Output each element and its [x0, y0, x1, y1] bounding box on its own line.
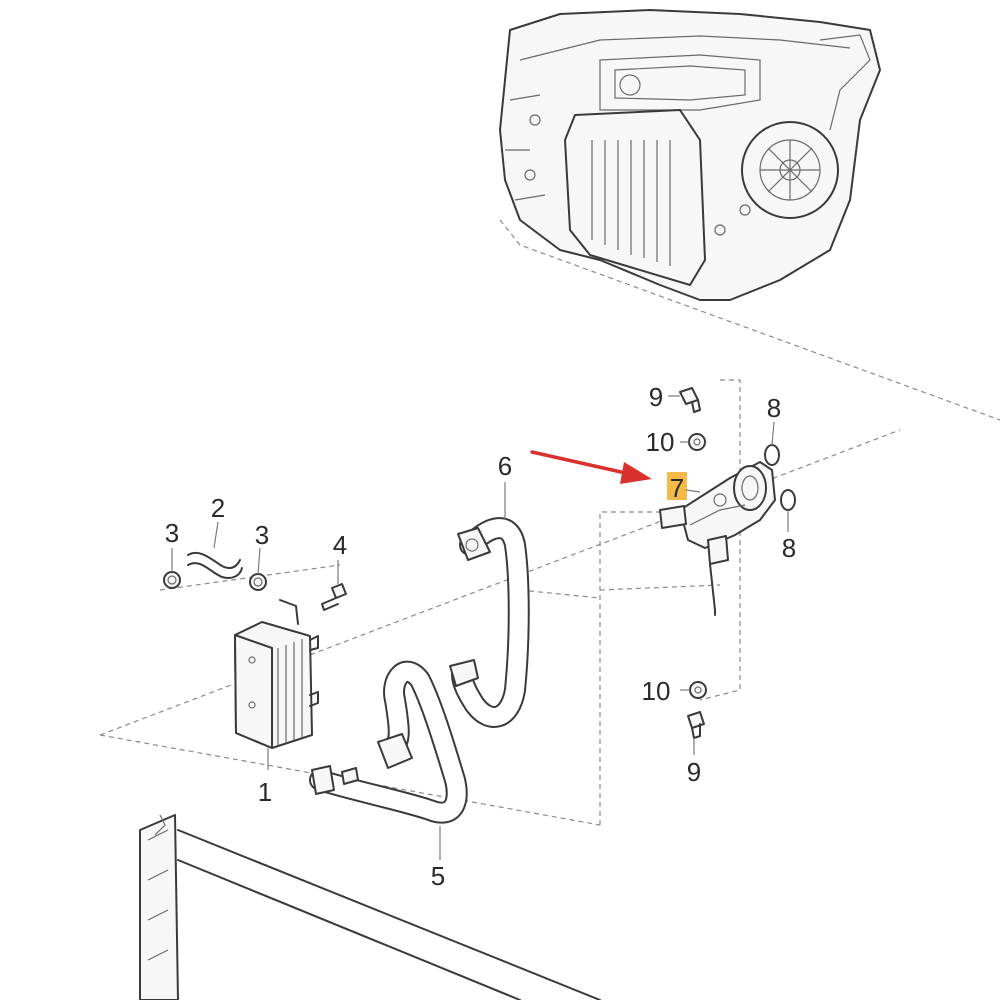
- small-hose: [187, 521, 243, 579]
- red-indicator-arrow: [530, 450, 652, 484]
- callout-10-bottom: 10: [642, 676, 671, 706]
- upper-hose: [449, 482, 530, 728]
- radiator: [139, 814, 601, 1000]
- callout-1: 1: [258, 777, 272, 807]
- callout-8-top: 8: [767, 393, 781, 423]
- callout-3-right: 3: [255, 520, 269, 550]
- o-rings: [764, 421, 796, 532]
- callout-7: 7: [670, 473, 684, 503]
- callout-8-bottom: 8: [782, 533, 796, 563]
- callout-labels: 1 2 3 3 4 5 6 7 8 8 9 9 10 10: [165, 382, 796, 891]
- callout-9-top: 9: [649, 382, 663, 412]
- thermostat-housing: [659, 461, 776, 616]
- callout-5: 5: [431, 861, 445, 891]
- transmission-housing: [499, 9, 881, 301]
- callout-3-left: 3: [165, 518, 179, 548]
- callout-2: 2: [211, 493, 225, 523]
- assembly-guide-lines: [99, 219, 1000, 826]
- callout-9-bottom: 9: [687, 757, 701, 787]
- oil-cooler: [234, 599, 319, 770]
- callout-6: 6: [498, 451, 512, 481]
- callout-7-highlight: [667, 472, 687, 500]
- callout-10-top: 10: [646, 427, 675, 457]
- callout-4: 4: [333, 530, 347, 560]
- bolts-and-nuts: [668, 387, 707, 755]
- hose-clamps: [163, 547, 267, 591]
- bolt-4: [321, 560, 347, 611]
- lower-hose: [309, 660, 468, 860]
